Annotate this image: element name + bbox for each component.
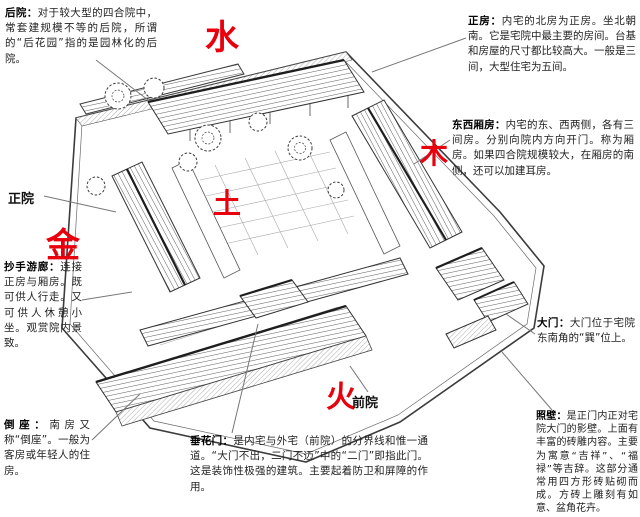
caption-side-wings-title: 东西厢房： (452, 119, 506, 131)
element-fire-label: 火 (326, 380, 356, 415)
corridor-strips (171, 131, 401, 279)
caption-festooned-gate: 垂花门：是内宅与外宅（前院）的分界线和惟一通道。“大门不出，二门不迈”中的“二门… (190, 434, 428, 495)
leader-damen (505, 313, 536, 335)
caption-veranda-corridor-title: 抄手游廊： (4, 261, 61, 273)
caption-veranda-corridor: 抄手游廊：连接正房与厢房。既可供人行走。又可供人休憩小坐。观赏院内景致。 (4, 260, 82, 351)
roof-chuihuamen (239, 278, 309, 319)
caption-main-gate-body: 大门位于宅院东南角的“巽”位上。 (537, 317, 635, 345)
caption-back-courtyard-body: 对于较大型的四合院中，常套建规模不等的后院，所谓的“后花园”指的是园林化的后院。 (5, 7, 158, 65)
leader-daozuo (91, 393, 141, 441)
caption-screen-wall-title: 照壁： (536, 411, 567, 422)
caption-veranda-corridor-body: 连接正房与厢房。既可供人行走。又可供人休憩小坐。观赏院内景致。 (4, 261, 82, 350)
leader-chuihuamen (231, 323, 259, 434)
roof-damen (435, 246, 529, 323)
caption-main-house: 正房：内宅的北房为正房。坐北朝南。它是宅院中最主要的房间。台基和房屋的尺寸都比较… (468, 14, 636, 75)
caption-festooned-gate-title: 垂花门： (190, 435, 234, 447)
front-courtyard-label: 前院 (352, 396, 379, 411)
caption-main-gate-title: 大门： (537, 317, 570, 329)
zhaobi-wall (445, 315, 497, 349)
element-wood-label: 木 (420, 137, 449, 170)
element-metal-label: 金 (46, 226, 80, 266)
main-courtyard-label: 正院 (8, 192, 35, 207)
caption-back-courtyard-title: 后院： (5, 7, 38, 19)
caption-reversed-row-title: 倒座： (4, 419, 50, 431)
garden-trees (86, 77, 165, 196)
caption-screen-wall-body: 是正门内正对宅院大门的影壁。上面有丰富的砖雕内容。主要为寓意“吉祥”、“福禄”等… (536, 411, 639, 515)
leader-houyuan (95, 59, 149, 101)
courtyard-trees (178, 112, 345, 199)
caption-reversed-row-body: 南房又称“倒座”。一般为客房或年轻人的住房。 (4, 419, 91, 477)
leader-zhengfang (371, 37, 467, 73)
caption-main-gate: 大门：大门位于宅院东南角的“巽”位上。 (537, 316, 635, 346)
caption-reversed-row: 倒座：南房又称“倒座”。一般为客房或年轻人的住房。 (4, 418, 90, 479)
caption-side-wings-body: 内宅的东、西两侧，各有三间房。分别向院内方向开门。称为厢房。如果四合院规模较大，… (452, 119, 634, 177)
caption-main-house-title: 正房： (468, 15, 502, 27)
leader-zhengyuan (43, 195, 117, 213)
roof-zhengfang (147, 58, 365, 141)
roof-west-wing (111, 161, 201, 293)
caption-screen-wall: 照壁：是正门内正对宅院大门的影壁。上面有丰富的砖雕内容。主要为寓意“吉祥”、“福… (536, 410, 638, 516)
caption-main-house-body: 内宅的北房为正房。坐北朝南。它是宅院中最主要的房间。台基和房屋的尺寸都比较高大。… (468, 15, 636, 73)
roof-east-wing (351, 99, 463, 249)
element-water-label: 水 (205, 18, 239, 58)
caption-festooned-gate-body: 是内宅与外宅（前院）的分界线和惟一通道。“大门不出，二门不迈”中的“二门”即指此… (190, 435, 429, 493)
caption-side-wings: 东西厢房：内宅的东、西两侧，各有三间房。分别向院内方向开门。称为厢房。如果四合院… (452, 118, 634, 179)
leader-lines (43, 37, 553, 441)
leader-xiangfang (413, 139, 451, 165)
leader-qianyuan (349, 365, 369, 393)
element-earth-label: 土 (213, 187, 242, 220)
leader-youlang (81, 291, 133, 301)
caption-back-courtyard: 后院：对于较大型的四合院中，常套建规模不等的后院，所谓的“后花园”指的是园林化的… (5, 6, 157, 67)
leader-zhaobi (501, 351, 553, 411)
